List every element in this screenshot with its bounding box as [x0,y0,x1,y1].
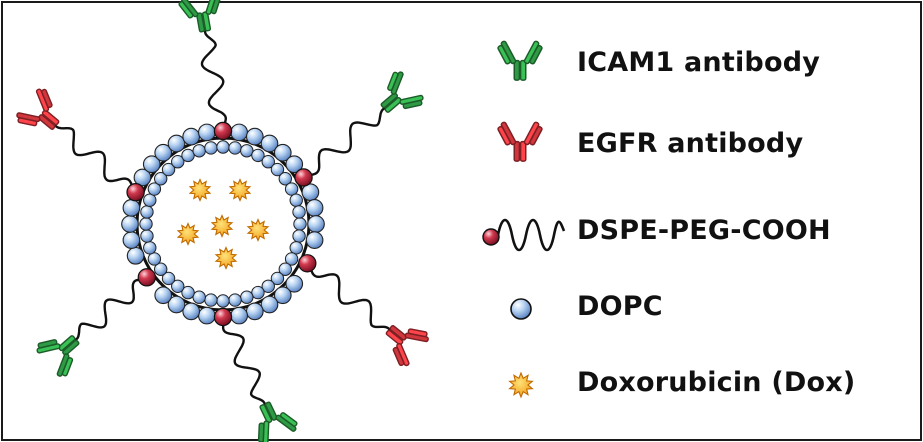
legend-item-egfr: EGFR antibody [480,120,910,170]
red-antibody-icon [497,121,543,162]
peg-chain-icon [482,218,566,252]
dox-star-icon [508,371,534,399]
green-antibody-icon [497,40,543,81]
antibodies [16,0,429,442]
legend-label-peg: DSPE-PEG-COOH [577,215,831,246]
doxorubicin-cargo [176,178,270,270]
legend-item-icam1: ICAM1 antibody [480,39,910,89]
liposome-diagram [16,0,429,442]
lipid-bilayer [121,121,325,327]
legend-item-peg: DSPE-PEG-COOH [480,207,910,257]
legend-label-icam1: ICAM1 antibody [577,47,821,78]
peg-chains [53,28,392,407]
legend-item-dox: Doxorubicin (Dox) [480,359,910,409]
legend-label-dopc: DOPC [577,291,663,322]
legend-item-dopc: DOPC [480,283,910,333]
legend-label-dox: Doxorubicin (Dox) [577,367,856,398]
legend-label-egfr: EGFR antibody [577,128,804,159]
dopc-sphere-icon [510,298,532,320]
